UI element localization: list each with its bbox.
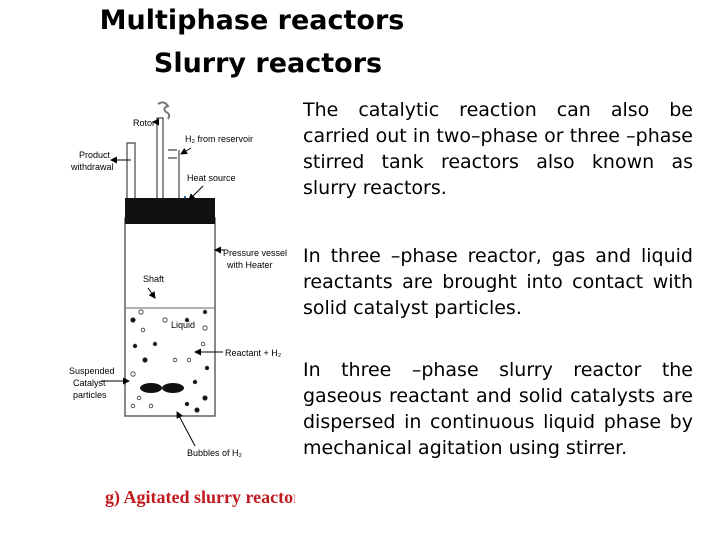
impeller-blade-right xyxy=(162,383,184,393)
h2-bubble xyxy=(140,327,146,333)
h2-bubble xyxy=(186,357,192,363)
label-liquid: Liquid xyxy=(171,320,195,330)
label-h2-from-reservoir: H₂ from reservoir xyxy=(185,134,253,144)
slide-title-line1: Multiphase reactors xyxy=(99,5,405,36)
pressure-vessel xyxy=(124,217,216,417)
h2-bubble xyxy=(202,325,208,331)
catalyst-particles xyxy=(130,309,210,413)
label-suspended-1: Suspended xyxy=(69,366,115,376)
h2-bubble xyxy=(130,371,136,377)
label-reactant-h2: Reactant + H₂ xyxy=(225,348,282,358)
h2-bubble xyxy=(162,317,168,323)
arrow-heat-source xyxy=(188,185,204,201)
arrow-bubbles xyxy=(176,411,196,447)
catalyst-particle xyxy=(202,309,208,315)
catalyst-particle xyxy=(142,357,148,363)
product-withdrawal-pipe xyxy=(126,142,136,198)
catalyst-particle xyxy=(202,395,208,401)
catalyst-particle xyxy=(204,365,210,371)
catalyst-particle xyxy=(152,341,158,347)
catalyst-particle xyxy=(194,407,200,413)
catalyst-particle xyxy=(130,317,136,323)
arrow-shaft xyxy=(147,287,156,299)
h2-bubble xyxy=(172,357,178,363)
h2-bubble xyxy=(130,403,136,409)
label-pressure-vessel-1: Pressure vessel xyxy=(223,248,287,258)
label-product-2: withdrawal xyxy=(70,162,114,172)
label-suspended-3: particles xyxy=(73,390,107,400)
paragraph-3: In three –phase slurry reactor the gaseo… xyxy=(303,359,693,459)
label-pressure-vessel-2: with Heater xyxy=(226,260,273,270)
h2-inlet-pipe xyxy=(168,149,177,159)
catalyst-particle xyxy=(132,343,138,349)
label-shaft: Shaft xyxy=(143,274,165,284)
label-suspended-2: Catalyst xyxy=(73,378,106,388)
heater-band xyxy=(125,198,215,224)
impeller-blade-left xyxy=(140,383,162,393)
h2-bubble xyxy=(136,395,142,401)
paragraph-1: The catalytic reaction can also be carri… xyxy=(303,99,693,199)
slide-title-line2: Slurry reactors xyxy=(153,48,383,79)
slurry-reactor-diagram: Rotor H₂ from reservoir Product withdraw… xyxy=(69,101,295,508)
paragraph-2: In three –phase reactor, gas and liquid … xyxy=(303,245,693,319)
catalyst-particle xyxy=(184,401,190,407)
h2-bubble xyxy=(138,309,144,315)
catalyst-particle xyxy=(192,379,198,385)
catalyst-particle xyxy=(184,317,190,323)
h2-bubble xyxy=(200,341,206,347)
label-bubbles-h2: Bubbles of H₂ xyxy=(187,448,243,458)
label-rotor: Rotor xyxy=(133,118,155,128)
label-product-1: Product xyxy=(79,150,111,160)
diagram-caption: g) Agitated slurry reactor xyxy=(105,487,295,508)
h2-bubble xyxy=(148,403,154,409)
arrow-h2-in xyxy=(180,147,192,155)
label-heat-source: Heat source xyxy=(187,173,236,183)
rotor-icon xyxy=(157,101,171,120)
